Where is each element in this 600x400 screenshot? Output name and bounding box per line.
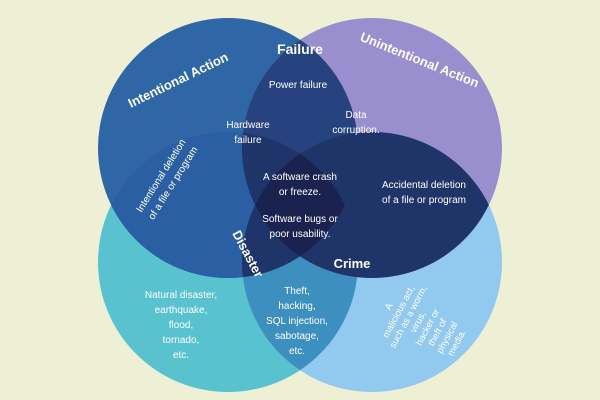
- svg-text:earthquake,: earthquake,: [155, 305, 208, 316]
- svg-text:flood,: flood,: [169, 320, 193, 331]
- svg-text:hacking,: hacking,: [278, 301, 315, 312]
- svg-text:A: A: [383, 301, 396, 312]
- svg-text:etc.: etc.: [173, 350, 189, 361]
- svg-text:corruption.: corruption.: [332, 125, 379, 136]
- svg-text:Data: Data: [345, 110, 367, 121]
- natural-disaster-label: Natural disaster, earthquake, flood, tor…: [145, 290, 217, 361]
- svg-text:poor usability.: poor usability.: [270, 229, 331, 240]
- software-crash-label: A software crash or freeze.: [263, 172, 337, 198]
- svg-text:of a file or program: of a file or program: [382, 195, 466, 206]
- accidental-deletion-label: Accidental deletion of a file or program: [382, 180, 466, 206]
- svg-text:Accidental deletion: Accidental deletion: [382, 180, 466, 191]
- hardware-failure-label: Hardware failure: [226, 120, 270, 146]
- svg-text:or freeze.: or freeze.: [279, 187, 321, 198]
- crime-title: Crime: [334, 256, 371, 271]
- failure-title: Failure: [277, 41, 323, 57]
- svg-text:tornado,: tornado,: [163, 335, 200, 346]
- data-corruption-label: Data corruption.: [332, 110, 379, 136]
- svg-text:Hardware: Hardware: [226, 120, 270, 131]
- svg-text:Theft,: Theft,: [284, 286, 310, 297]
- svg-text:sabotage,: sabotage,: [275, 331, 319, 342]
- theft-label: Theft, hacking, SQL injection, sabotage,…: [266, 286, 328, 357]
- overlap-shading: [98, 18, 502, 392]
- svg-text:SQL injection,: SQL injection,: [266, 316, 328, 327]
- power-failure-label: Power failure: [269, 80, 328, 91]
- svg-text:A software crash: A software crash: [263, 172, 337, 183]
- software-bugs-label: Software bugs or poor usability.: [262, 214, 338, 240]
- svg-text:failure: failure: [234, 135, 262, 146]
- svg-text:etc.: etc.: [289, 346, 305, 357]
- svg-text:Natural disaster,: Natural disaster,: [145, 290, 217, 301]
- svg-text:Software bugs or: Software bugs or: [262, 214, 338, 225]
- center-overlap: [242, 132, 358, 278]
